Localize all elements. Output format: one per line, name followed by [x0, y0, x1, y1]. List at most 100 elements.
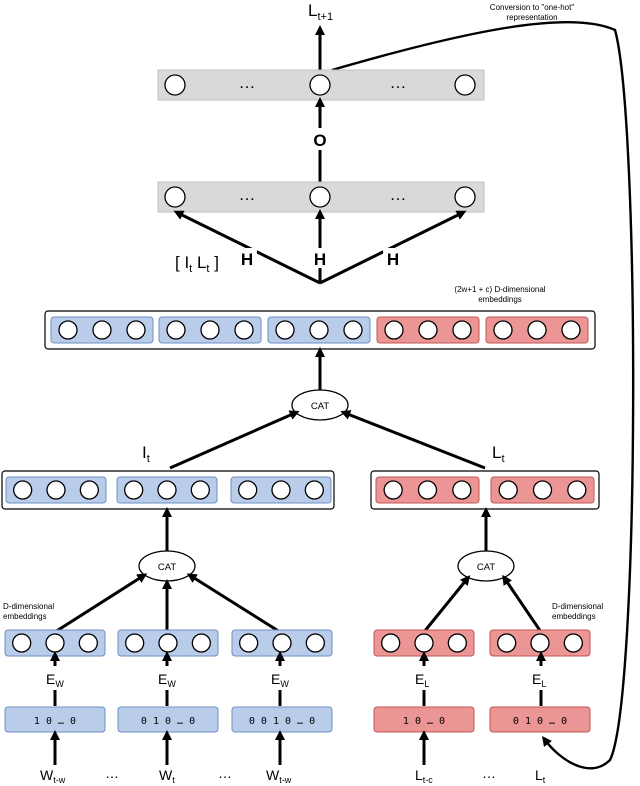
lemma-embedding-right: [489, 629, 591, 657]
embedding-node: [532, 480, 553, 500]
small-embeddings: [4, 629, 591, 657]
onehot-word-right-text: 0 0 1 0 … 0: [249, 716, 315, 727]
embedding-node: [452, 480, 472, 500]
embedding-node: [58, 320, 78, 340]
input-l-t: Lt: [535, 767, 546, 785]
e-labels: EW EW EW EL EL: [43, 666, 553, 690]
input-dots-2: …: [218, 765, 232, 781]
word-group-segment-3: [230, 476, 332, 504]
embedding-node: [124, 480, 144, 500]
embedding-node: [418, 320, 438, 340]
ew-label-right: EW: [271, 671, 289, 689]
embedding-node: [191, 633, 211, 653]
embedding-node: [447, 633, 467, 653]
onehot-word-left-text: 1 0 … 0: [34, 716, 76, 727]
hidden-node: [309, 186, 331, 208]
embedding-node: [498, 480, 518, 500]
cat-label-top: CAT: [311, 401, 329, 412]
el-label-right: EL: [532, 671, 546, 689]
embedding-node: [92, 320, 112, 340]
embedding-node: [272, 633, 292, 653]
word-embedding-center: [117, 629, 219, 657]
embedding-node: [234, 320, 254, 340]
conversion-note-line2: representation: [506, 13, 557, 22]
embedding-node: [563, 633, 583, 653]
hidden-layer-dots-left: …: [239, 185, 256, 204]
embedding-node: [190, 480, 210, 500]
cat-label-words: CAT: [158, 562, 176, 573]
arrow-wemb-right: [186, 573, 281, 634]
embedding-node: [238, 480, 258, 500]
hidden-node: [454, 186, 476, 208]
embedding-node: [126, 320, 146, 340]
embedding-node: [78, 633, 98, 653]
ew-label-center: EW: [158, 671, 176, 689]
cat-node-top: [291, 389, 349, 421]
word-embedding-left: [4, 629, 106, 657]
el-label-left: EL: [415, 671, 429, 689]
embedding-node: [452, 320, 472, 340]
arrow-lemb-left: [422, 575, 471, 633]
embedding-node: [561, 320, 581, 340]
o-label: O: [313, 131, 326, 150]
onehot-lemma-left-text: 1 0 … 0: [403, 716, 445, 727]
embedding-node: [417, 480, 438, 500]
word-embedding-right: [231, 629, 333, 657]
concat-segment-3: [267, 316, 371, 344]
words-group-label: It: [142, 443, 150, 465]
d-dim-note-left-line2: embeddings: [3, 612, 47, 621]
embedding-node: [305, 633, 325, 653]
output-layer-dots-left: …: [239, 73, 256, 92]
embedding-node: [304, 480, 324, 500]
input-w-t-plus-w: Wt-w: [266, 767, 292, 785]
h-label-right: H: [387, 250, 399, 269]
onehot-lemma-right: [489, 706, 591, 733]
output-layer-dots-right: …: [390, 73, 407, 92]
embedding-node: [275, 320, 295, 340]
concat-segment-4: [376, 316, 480, 344]
d-dim-note-right-line1: D-dimensional: [552, 602, 603, 611]
d-dim-note-left-line1: D-dimensional: [3, 602, 54, 611]
embedding-node: [493, 320, 513, 340]
embedding-node: [271, 480, 291, 500]
concat-segment-2: [158, 316, 262, 344]
arrow-lemmas-to-cat: [340, 410, 486, 470]
arrow-lemb-right: [502, 574, 543, 633]
lemma-embedding-left: [373, 629, 475, 657]
embedding-node: [157, 480, 177, 500]
lemmas-group-label: Lt: [492, 443, 505, 465]
concat-label: [ It Lt ]: [175, 253, 219, 275]
embedding-node: [45, 633, 65, 653]
embedding-node: [12, 633, 32, 653]
embedding-node: [200, 320, 220, 340]
conversion-note-line1: Conversion to "one-hot": [490, 3, 575, 12]
output-node: [164, 74, 186, 96]
output-label: Lt+1: [308, 1, 333, 23]
embedding-node: [527, 320, 547, 340]
h-label-left: H: [241, 250, 253, 269]
onehot-word-center-text: 0 1 0 … 0: [141, 716, 195, 727]
embedding-node: [381, 633, 401, 653]
hidden-layer-dots-right: …: [390, 185, 407, 204]
feedback-arrow: [331, 20, 635, 770]
embedding-node: [79, 480, 99, 500]
lemma-group-segment-2: [490, 476, 595, 504]
onehot-lemma-right-text: 0 1 0 … 0: [513, 716, 567, 727]
words-group-row: [5, 476, 332, 504]
embedding-node: [125, 633, 145, 653]
d-dim-note-right-line2: embeddings: [552, 612, 596, 621]
e-arrows: [50, 651, 546, 706]
embedding-node: [46, 480, 66, 500]
embedding-node: [384, 320, 404, 340]
embedding-node: [239, 633, 259, 653]
h-label-center: H: [314, 250, 326, 269]
word-group-segment-2: [116, 476, 218, 504]
embedding-node: [497, 633, 517, 653]
input-dots-3: …: [482, 765, 496, 781]
concat-segment-1: [50, 316, 154, 344]
embedding-node: [166, 320, 186, 340]
input-w-t: Wt: [159, 767, 175, 785]
embedding-node: [414, 633, 434, 653]
output-node: [454, 74, 476, 96]
